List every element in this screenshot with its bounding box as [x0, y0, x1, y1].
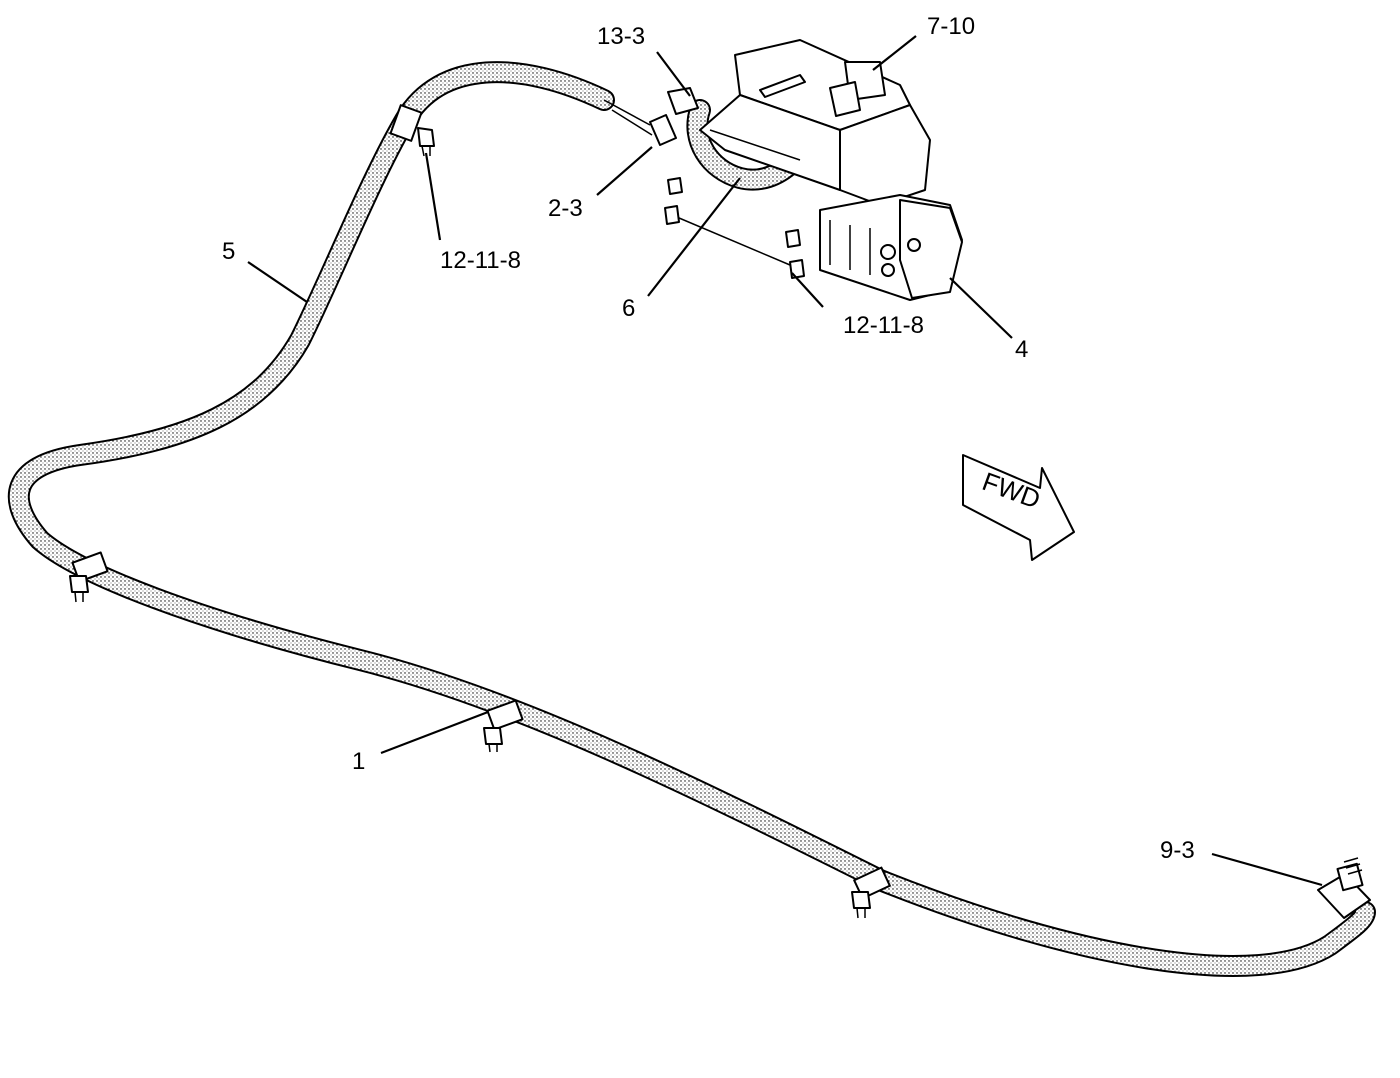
callout-9-3: 9-3 [1160, 837, 1195, 864]
callout-12-11-8-lower: 12-11-8 [843, 312, 924, 339]
callout-2-3: 2-3 [548, 195, 583, 222]
hose-clamp [69, 551, 109, 603]
callout-5: 5 [222, 238, 235, 265]
pump-assembly [603, 39, 963, 301]
callout-4: 4 [1015, 336, 1028, 363]
callout-12-11-8-upper: 12-11-8 [440, 247, 521, 274]
callout-1: 1 [352, 748, 365, 775]
hose-clamp [389, 104, 435, 157]
leader-lines [247, 35, 1323, 887]
hose-long [7, 61, 1376, 977]
hose-clamp [851, 866, 891, 919]
callout-7-10: 7-10 [927, 13, 975, 40]
forward-arrow: FWD [962, 454, 1075, 561]
elbow-fitting [1317, 857, 1371, 919]
callout-6: 6 [622, 295, 635, 322]
callout-13-3: 13-3 [597, 23, 645, 50]
hose-clamp [483, 699, 524, 753]
